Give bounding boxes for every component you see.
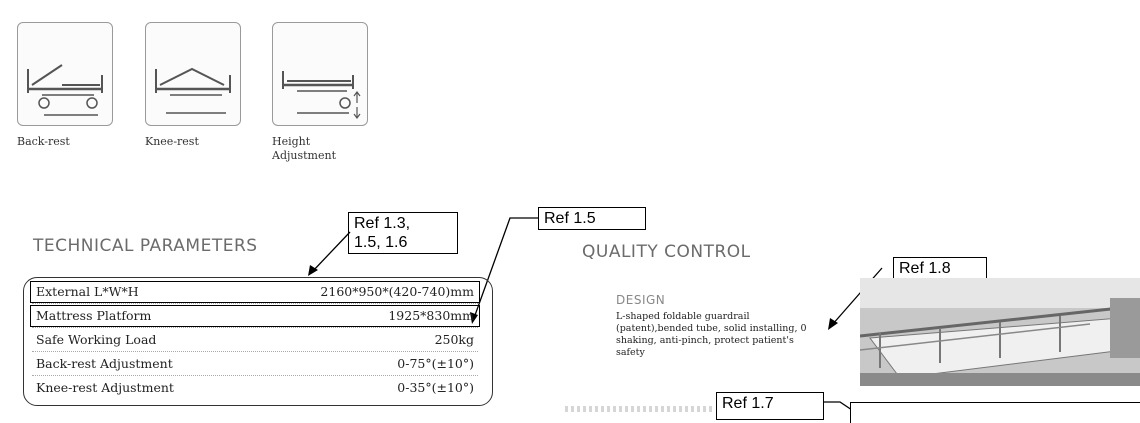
quality-control-title: QUALITY CONTROL <box>582 242 751 262</box>
back-rest-label: Back-rest <box>17 135 70 148</box>
param-value: 2160*950*(420-740)mm <box>320 284 474 299</box>
height-adjust-bed-icon <box>282 71 361 119</box>
table-row: Safe Working Load 250kg <box>32 329 478 352</box>
ref-1-5-annotation: Ref 1.5 <box>538 207 646 230</box>
param-value: 0-75°(±10°) <box>397 356 474 371</box>
design-description: L-shaped foldable guardrail (patent),ben… <box>616 311 807 358</box>
scan-artifact <box>565 406 715 412</box>
knee-rest-icon-box <box>145 22 241 126</box>
design-title: DESIGN <box>616 293 666 307</box>
bottom-image-frame <box>850 402 1140 423</box>
param-value: 0-35°(±10°) <box>397 380 474 395</box>
knee-rest-label: Knee-rest <box>145 135 199 148</box>
highlight-external-row <box>30 281 480 303</box>
param-key: Safe Working Load <box>36 332 157 347</box>
height-adjust-label: Height Adjustment <box>272 135 336 162</box>
bed-photo-drawing <box>860 278 1140 386</box>
param-value: 1925*830mm <box>388 308 474 323</box>
design-card: DESIGN L-shaped foldable guardrail (pate… <box>605 286 823 388</box>
param-value: 250kg <box>434 332 474 347</box>
technical-parameters-table: External L*W*H 2160*950*(420-740)mm Matt… <box>23 277 493 406</box>
param-key: Back-rest Adjustment <box>36 356 173 371</box>
bed-guardrail-photo <box>860 278 1140 386</box>
ref-1-3-annotation: Ref 1.3, 1.5, 1.6 <box>348 212 458 254</box>
ref-1-8-annotation: Ref 1.8 <box>893 257 987 280</box>
param-key: Knee-rest Adjustment <box>36 380 174 395</box>
highlight-mattress-row <box>30 305 480 327</box>
table-row: Knee-rest Adjustment 0-35°(±10°) <box>32 377 478 399</box>
knee-rest-bed-icon <box>155 67 231 114</box>
table-row: Mattress Platform 1925*830mm <box>32 305 478 328</box>
height-adjust-icon-box <box>272 22 368 126</box>
table-row: Back-rest Adjustment 0-75°(±10°) <box>32 353 478 376</box>
back-rest-icon-box <box>17 22 113 126</box>
param-key: Mattress Platform <box>36 308 152 323</box>
back-rest-bed-icon <box>27 64 103 116</box>
param-key: External L*W*H <box>36 284 139 299</box>
table-row: External L*W*H 2160*950*(420-740)mm <box>32 281 478 304</box>
ref-1-7-annotation: Ref 1.7 <box>716 392 824 420</box>
technical-parameters-title: TECHNICAL PARAMETERS <box>33 236 258 256</box>
